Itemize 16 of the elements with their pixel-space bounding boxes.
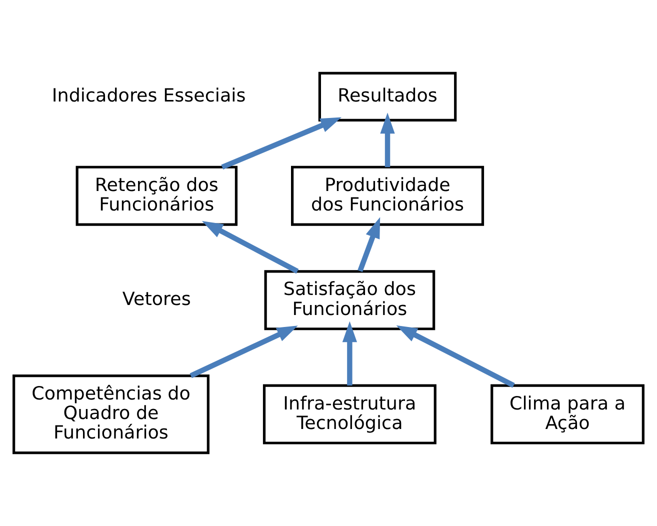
node-box: Infra-estrutura Tecnológica xyxy=(262,384,436,444)
arrow xyxy=(202,221,299,274)
arrow xyxy=(342,321,358,386)
arrow xyxy=(221,117,342,170)
label: Indicadores Esseciais xyxy=(52,86,246,107)
arrow xyxy=(358,217,380,272)
node-box: Satisfação dos Funcionários xyxy=(264,270,436,330)
node-box: Competências do Quadro de Funcionários xyxy=(12,374,210,454)
node-box: Clima para a Ação xyxy=(490,384,644,444)
arrow xyxy=(190,326,298,378)
label: Vetores xyxy=(122,289,191,310)
arrow xyxy=(396,325,515,388)
arrow xyxy=(380,112,395,168)
node-box: Produtividade dos Funcionários xyxy=(291,166,484,226)
node-box: Resultados xyxy=(318,72,457,122)
node-box: Retenção dos Funcionários xyxy=(76,166,238,226)
